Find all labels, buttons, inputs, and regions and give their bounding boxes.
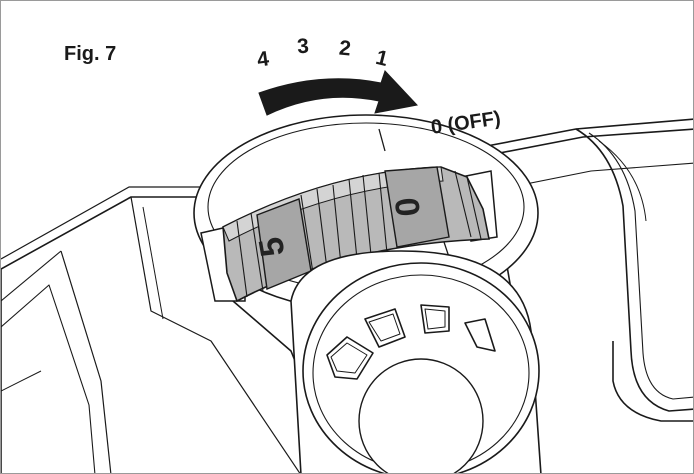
adjustment-wheel[interactable]: 5 0	[222, 166, 490, 303]
front-knob	[290, 250, 542, 473]
figure-label: Fig. 7	[64, 43, 116, 65]
rotation-arrow	[258, 70, 418, 116]
scale-number-2: 2	[338, 36, 352, 60]
wheel-ribs	[236, 170, 482, 298]
scale-number-4: 4	[256, 47, 271, 71]
wheel-digit-0: 0	[388, 196, 428, 218]
scale-number-1: 1	[373, 46, 390, 71]
knob-buttons	[326, 304, 496, 380]
digit-pad-0	[384, 166, 450, 248]
off-position-label: 0 (OFF)	[430, 107, 502, 139]
scale-number-3: 3	[296, 35, 309, 59]
